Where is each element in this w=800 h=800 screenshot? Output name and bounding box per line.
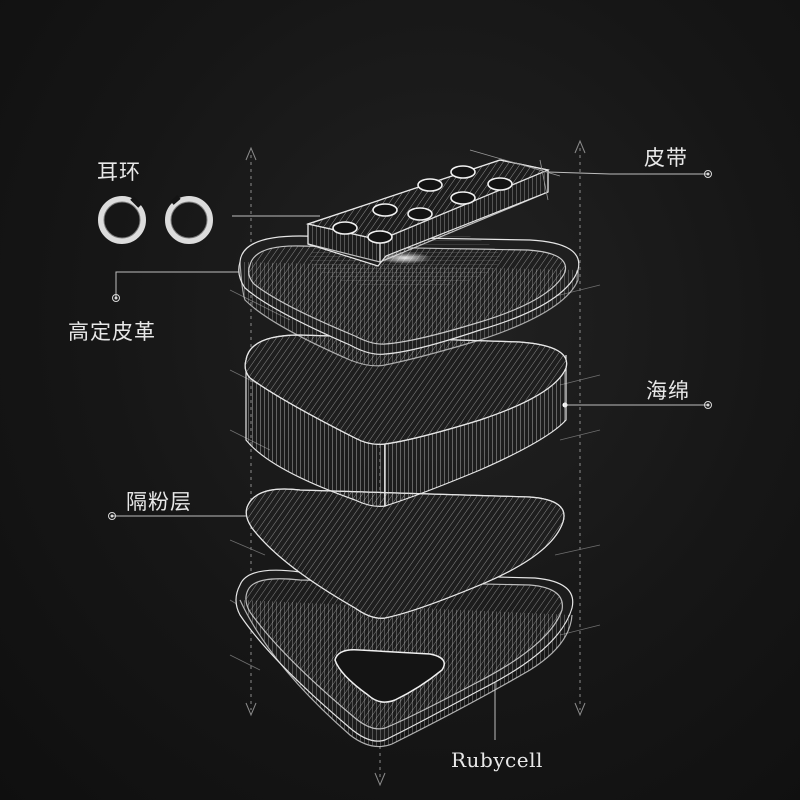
- earring-label: 耳环: [97, 160, 141, 184]
- earring-icon: [98, 195, 213, 244]
- belt-holes: [332, 165, 513, 244]
- shell-base: [235, 569, 574, 748]
- powder-barrier-layer: [245, 488, 565, 619]
- sponge-label: 海绵: [646, 379, 690, 403]
- belt-label: 皮带: [644, 146, 688, 170]
- brand-label: Rubycell: [451, 748, 543, 772]
- sponge-layer: [244, 334, 568, 507]
- powder-barrier-label: 隔粉层: [126, 490, 192, 514]
- leather-lid: [238, 228, 580, 367]
- belt-strip: [305, 149, 561, 267]
- leader-dots: [108, 170, 712, 520]
- leather-label: 高定皮革: [68, 320, 156, 344]
